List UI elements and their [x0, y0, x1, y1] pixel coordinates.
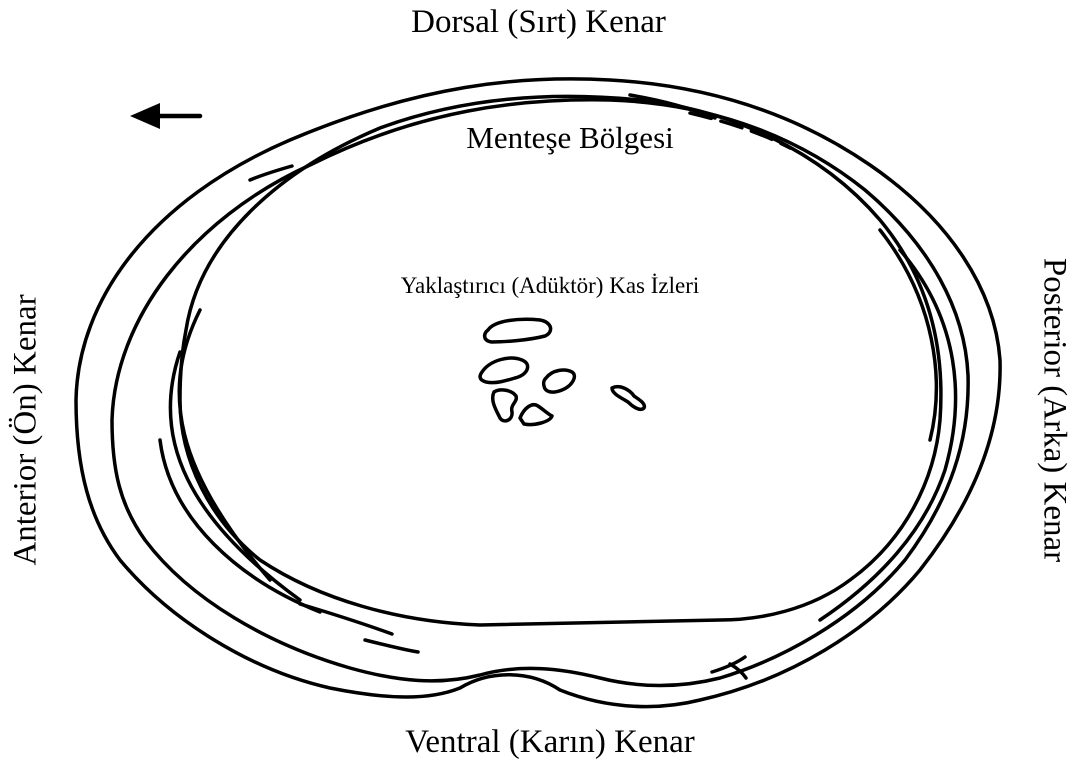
growth-line-anterior-1	[179, 310, 270, 580]
muscle-scar-6	[612, 387, 644, 410]
muscle-scar-5	[520, 405, 552, 425]
adductor-muscle-scars-label: Yaklaştırıcı (Adüktör) Kas İzleri	[0, 274, 1077, 297]
muscle-scar-2	[480, 358, 528, 383]
muscle-scar-3	[544, 370, 575, 392]
shell-growth-ring-2	[112, 100, 968, 686]
muscle-scar-1	[485, 319, 551, 342]
shell-inner-outline	[180, 96, 941, 625]
growth-line-anterior-5	[365, 640, 418, 652]
hinge-region-label: Menteşe Bölgesi	[0, 122, 1077, 153]
outer-shell-margin	[76, 79, 1000, 707]
growth-line-anterior-3	[160, 440, 320, 612]
anterior-margin-label: Anterior (Ön) Kenar	[10, 294, 43, 565]
dorsal-margin-label: Dorsal (Sırt) Kenar	[0, 6, 1077, 39]
ventral-margin-label: Ventral (Karın) Kenar	[0, 726, 1077, 759]
posterior-margin-label: Posterior (Arka) Kenar	[1038, 258, 1071, 562]
growth-line-anterior-4	[300, 604, 392, 634]
growth-line-posterior-2	[820, 250, 956, 620]
muscle-scar-4	[493, 390, 517, 421]
